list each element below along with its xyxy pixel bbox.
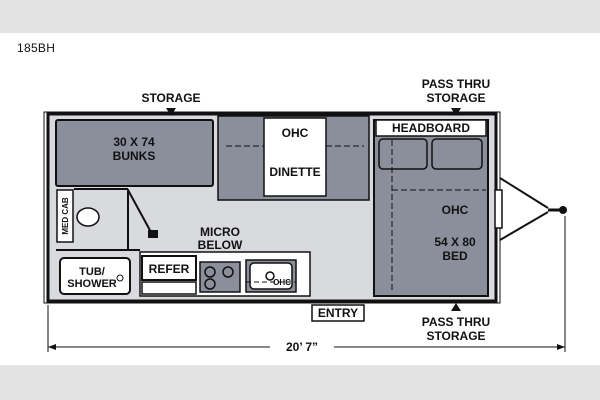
pass-thru-top-label: PASS THRU: [422, 77, 490, 91]
length-label: 20’ 7”: [286, 340, 318, 354]
ohc-bed-label: OHC: [442, 203, 469, 217]
tub-label: TUB/: [79, 266, 105, 278]
pillow: [431, 138, 483, 170]
micro-below-label: BELOW: [198, 238, 243, 252]
burner-icon: [204, 278, 216, 290]
hitch-frame: [499, 211, 549, 241]
burner-icon: [222, 266, 234, 278]
pass-thru-bottom-arrow-icon: [451, 303, 461, 311]
storage-top-label: STORAGE: [141, 91, 200, 105]
med-cab-label: MED CAB: [61, 197, 70, 235]
headboard-label: HEADBOARD: [392, 121, 470, 135]
med-cab: [56, 189, 74, 243]
ohc-kitchen-label: OHC: [273, 278, 291, 287]
front-box: [494, 189, 503, 229]
storage-arrow-icon: [166, 108, 176, 116]
hitch-frame: [499, 177, 549, 209]
bed-size-label: 54 X 80: [434, 235, 476, 249]
headboard: [375, 119, 487, 137]
refer-base: [141, 281, 197, 295]
dinette-table: [263, 117, 327, 197]
micro-label: MICRO: [200, 225, 240, 239]
dinette-label: DINETTE: [269, 165, 320, 179]
pass-thru-bottom-label: STORAGE: [426, 329, 485, 343]
refrigerator: [141, 255, 197, 281]
dimension-arrow-icon: [48, 344, 56, 350]
shower-label: SHOWER: [67, 278, 117, 290]
pass-thru-arrow-icon: [451, 108, 461, 116]
top-band: [0, 0, 600, 33]
bottom-band: [0, 365, 600, 400]
tub-shower: [59, 257, 131, 295]
hitch-coupler: [559, 206, 567, 214]
model-name: 185BH: [17, 41, 56, 55]
refer-label: REFER: [149, 262, 190, 276]
dimension-arrow-icon: [557, 344, 565, 350]
pass-thru-bottom-label: PASS THRU: [422, 315, 490, 329]
bunks: [55, 119, 214, 187]
faucet-icon: [265, 271, 275, 281]
bath-door: [127, 189, 153, 235]
pass-thru-top-label: STORAGE: [426, 91, 485, 105]
door-hinge: [148, 230, 158, 238]
ohc-dinette-label: OHC: [282, 126, 309, 140]
toilet: [76, 207, 100, 227]
entry-step: [311, 304, 365, 322]
bed-label: BED: [442, 249, 468, 263]
burner-icon: [204, 266, 216, 278]
bunks-label: BUNKS: [113, 149, 156, 163]
pillow: [378, 138, 428, 170]
entry-label: ENTRY: [318, 306, 358, 320]
bunks-size-label: 30 X 74: [113, 135, 155, 149]
drain-icon: [116, 274, 124, 282]
